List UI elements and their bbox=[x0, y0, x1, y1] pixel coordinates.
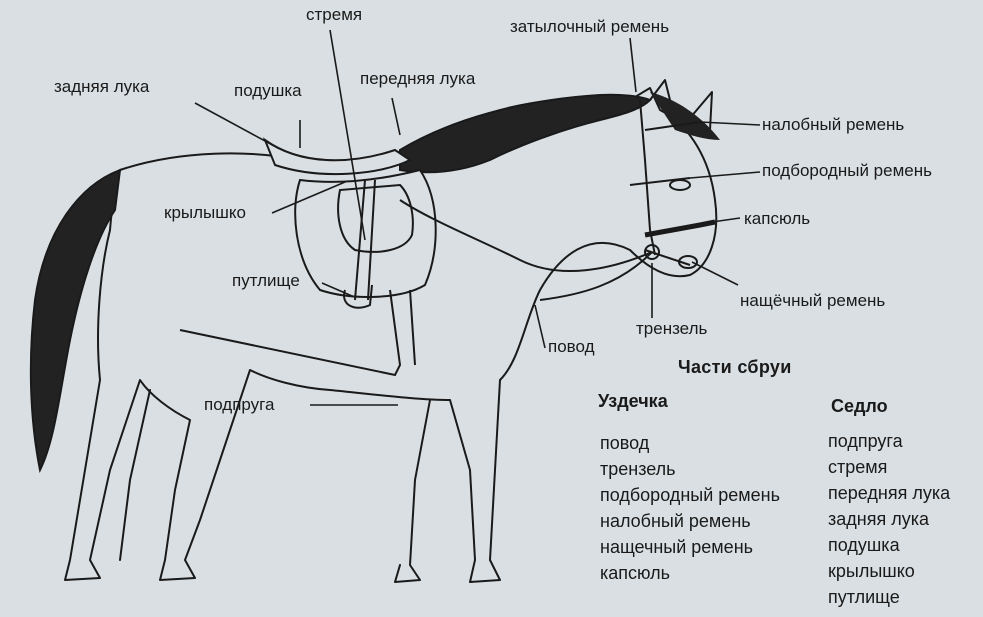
label-flap: крылышко bbox=[164, 204, 246, 221]
saddle-seat bbox=[265, 140, 410, 174]
horse-tail bbox=[31, 170, 120, 470]
label-throatlatch: подбородный ремень bbox=[762, 162, 932, 179]
girth-strap bbox=[180, 290, 400, 375]
list-item: налобный ремень bbox=[600, 508, 780, 534]
list-item: капсюль bbox=[600, 560, 780, 586]
list-item: подпруга bbox=[828, 428, 950, 454]
label-noseband: капсюль bbox=[744, 210, 810, 227]
horse-eye bbox=[670, 180, 690, 190]
list-item: передняя лука bbox=[828, 480, 950, 506]
list-item: подбородный ремень bbox=[600, 482, 780, 508]
bridle-parts-list: повод трензель подбородный ремень налобн… bbox=[600, 430, 780, 586]
label-cheekpiece: нащёчный ремень bbox=[740, 292, 885, 309]
label-browband: налобный ремень bbox=[762, 116, 904, 133]
label-cantle: задняя лука bbox=[54, 78, 149, 95]
label-pommel: передняя лука bbox=[360, 70, 475, 87]
saddle-heading: Седло bbox=[831, 397, 888, 415]
list-item: повод bbox=[600, 430, 780, 456]
label-bit: трензель bbox=[636, 320, 707, 337]
label-pad: подушка bbox=[234, 82, 302, 99]
list-item: нащечный ремень bbox=[600, 534, 780, 560]
horse-mane bbox=[400, 95, 650, 173]
list-item: стремя bbox=[828, 454, 950, 480]
list-item: задняя лука bbox=[828, 506, 950, 532]
list-item: трензель bbox=[600, 456, 780, 482]
list-item: крылышко bbox=[828, 558, 950, 584]
label-girth: подпруга bbox=[204, 396, 274, 413]
label-rein: повод bbox=[548, 338, 595, 355]
label-stirrup-leather: путлище bbox=[232, 272, 300, 289]
saddle-pad bbox=[338, 185, 413, 252]
bridle-noseband bbox=[645, 222, 715, 235]
diagram-title: Части сбруи bbox=[678, 358, 792, 376]
saddle-parts-list: подпруга стремя передняя лука задняя лук… bbox=[828, 428, 950, 610]
list-item: подушка bbox=[828, 532, 950, 558]
label-headpiece: затылочный ремень bbox=[510, 18, 669, 35]
rein-line bbox=[400, 200, 652, 271]
bridle-heading: Уздечка bbox=[598, 392, 668, 410]
list-item: путлище bbox=[828, 584, 950, 610]
label-stirrup: стремя bbox=[306, 6, 362, 23]
